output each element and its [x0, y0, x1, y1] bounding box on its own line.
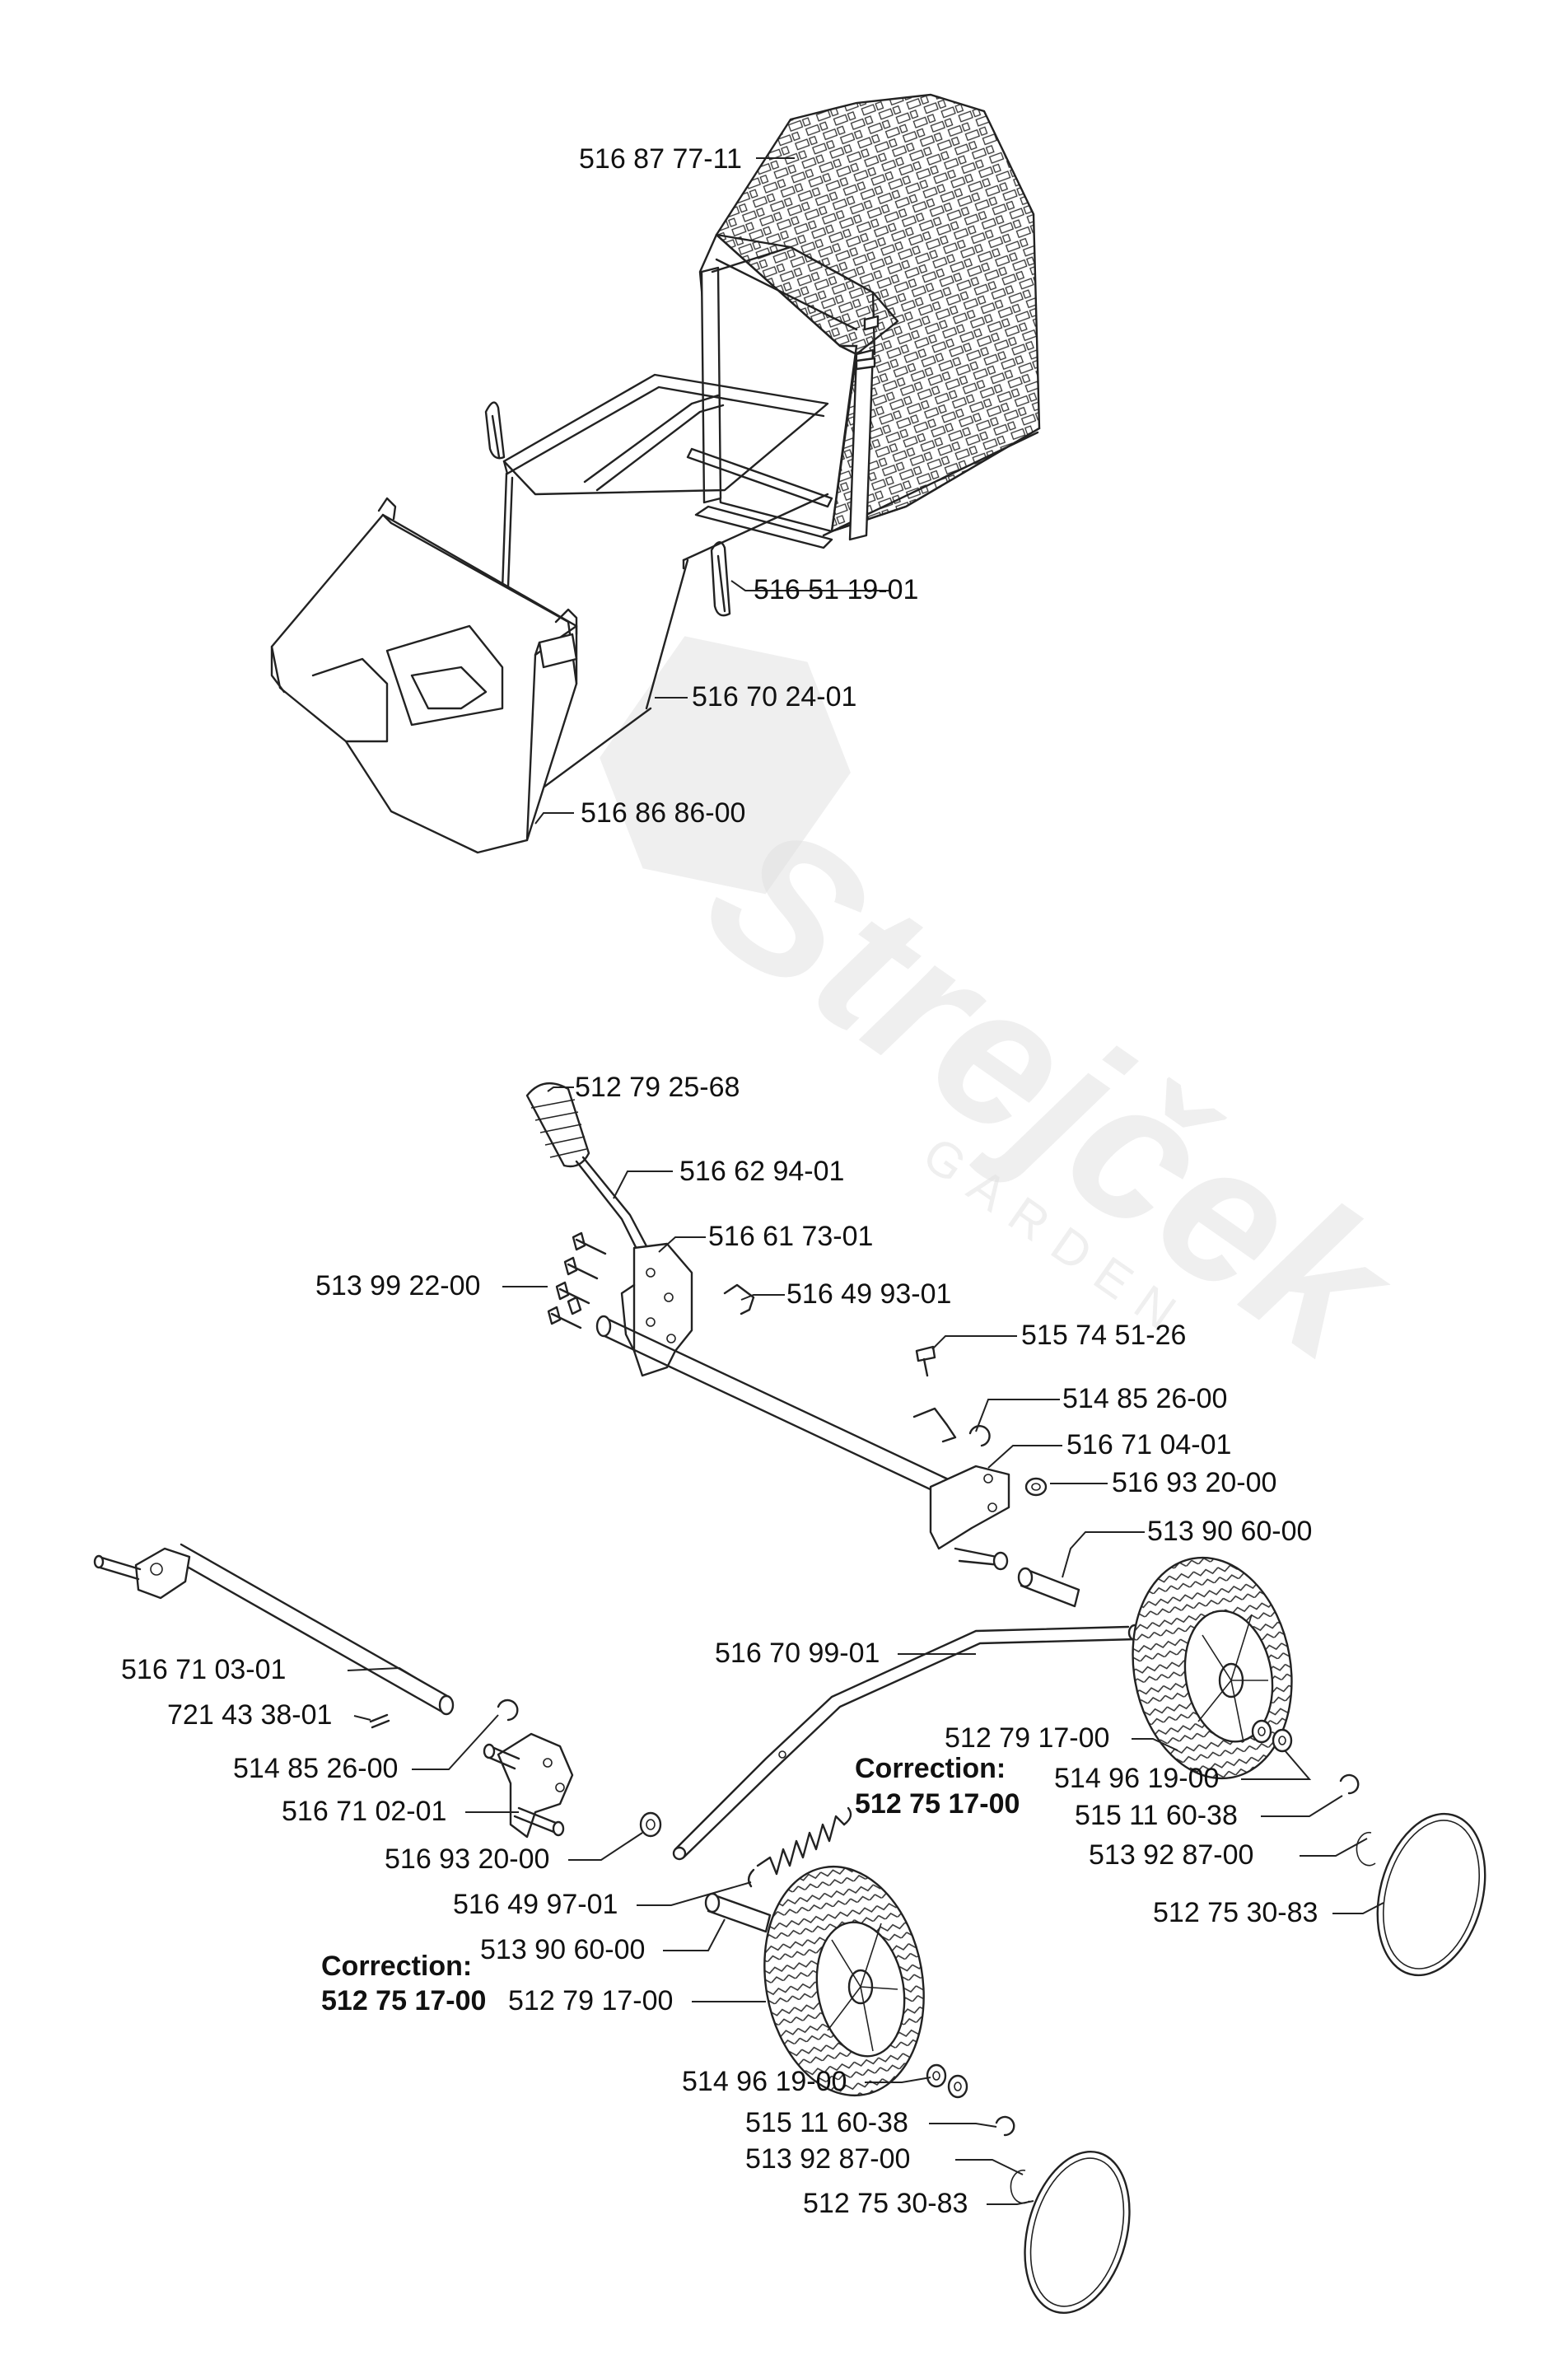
label-516-70-99-01: 516 70 99-01 [715, 1638, 880, 1669]
label-512-75-30-83-right: 512 75 30-83 [1153, 1897, 1318, 1928]
washers-right [1251, 1719, 1293, 1753]
cap-right [1356, 1831, 1376, 1867]
leader-lines [347, 157, 1384, 2205]
correction-note-right: Correction: 512 75 17-00 [855, 1753, 1020, 1820]
correction-note-left: Correction: 512 75 17-00 [321, 1951, 486, 2016]
spacer-upper [1017, 1567, 1080, 1608]
label-512-75-30-83-left: 512 75 30-83 [803, 2188, 968, 2219]
label-516-70-24-01: 516 70 24-01 [692, 681, 856, 713]
label-514-85-26-00-upper: 514 85 26-00 [1062, 1383, 1227, 1414]
label-516-93-20-00-lower: 516 93 20-00 [385, 1843, 549, 1875]
hubcap-right [1376, 1812, 1486, 1977]
washer-upper [1024, 1477, 1048, 1497]
label-516-93-20-00-upper: 516 93 20-00 [1112, 1467, 1276, 1498]
label-516-49-93-01: 516 49 93-01 [786, 1278, 951, 1310]
r-clip-right [710, 541, 731, 617]
hubcap-left [1024, 2150, 1131, 2315]
label-516-86-86-00: 516 86 86-00 [581, 797, 745, 829]
label-514-96-19-00-right: 514 96 19-00 [1054, 1763, 1219, 1794]
label-516-61-73-01: 516 61 73-01 [708, 1221, 873, 1252]
retaining-clip-left [995, 2115, 1015, 2137]
bag-frame-brackets [686, 245, 880, 549]
label-516-71-02-01: 516 71 02-01 [282, 1796, 446, 1827]
left-pivot-plate [483, 1732, 574, 1839]
discharge-chute [270, 497, 578, 854]
tube-clip [723, 1283, 755, 1315]
right-pivot-plate [929, 1465, 1010, 1571]
lever-bracket [620, 1242, 693, 1377]
label-516-71-03-01: 516 71 03-01 [121, 1654, 286, 1685]
spring [747, 1806, 852, 1888]
retaining-clip-right [1339, 1773, 1360, 1795]
label-512-79-25-68: 512 79 25-68 [575, 1072, 740, 1103]
label-513-90-60-00-lower: 513 90 60-00 [480, 1934, 645, 1965]
label-721-43-38-01: 721 43 38-01 [167, 1699, 332, 1731]
label-512-79-17-00-left: 512 79 17-00 [508, 1985, 673, 2016]
label-516-71-04-01: 516 71 04-01 [1066, 1429, 1231, 1460]
label-514-96-19-00-left: 514 96 19-00 [682, 2066, 847, 2097]
e-clip-upper [968, 1425, 991, 1447]
e-clip-lower [497, 1698, 519, 1722]
screw [915, 1345, 936, 1377]
correction-title: Correction: [321, 1951, 472, 1982]
grass-bag [698, 93, 1041, 537]
cap-left [1010, 2169, 1030, 2204]
bracket-clip [912, 1407, 957, 1443]
bolt-set [547, 1231, 607, 1329]
label-515-11-60-38-left: 515 11 60-38 [745, 2107, 908, 2138]
washers-left [926, 2063, 968, 2099]
correction-value: 512 75 17-00 [855, 1788, 1020, 1820]
spacer-lower [704, 1892, 772, 1933]
label-513-92-87-00-right: 513 92 87-00 [1089, 1839, 1253, 1871]
wheel-right [1132, 1556, 1293, 1780]
rear-axle [93, 1543, 455, 1716]
label-516-87-77-11: 516 87 77-11 [579, 143, 742, 175]
label-516-62-94-01: 516 62 94-01 [679, 1156, 844, 1187]
correction-title: Correction: [855, 1753, 1006, 1784]
pin [369, 1713, 390, 1729]
front-axle-tube [595, 1315, 957, 1501]
washer-lower [639, 1811, 662, 1838]
part-labels: 516 87 77-11 516 51 19-01 516 70 24-01 5… [121, 143, 1318, 2219]
wheel-left [763, 1865, 925, 2097]
label-516-51-19-01: 516 51 19-01 [754, 574, 918, 605]
label-512-79-17-00-right: 512 79 17-00 [945, 1722, 1109, 1754]
label-513-99-22-00: 513 99 22-00 [315, 1270, 480, 1301]
label-513-90-60-00-upper: 513 90 60-00 [1147, 1516, 1312, 1547]
label-516-49-97-01: 516 49 97-01 [453, 1889, 618, 1920]
label-515-74-51-26: 515 74 51-26 [1021, 1320, 1186, 1351]
height-lever-grip [525, 1082, 590, 1168]
correction-value: 512 75 17-00 [321, 1985, 486, 2016]
r-clip-left [484, 401, 506, 460]
label-513-92-87-00-left: 513 92 87-00 [745, 2143, 910, 2175]
watermark-brand: Strejček [670, 778, 1434, 1404]
label-514-85-26-00-lower: 514 85 26-00 [233, 1753, 398, 1784]
label-515-11-60-38-right: 515 11 60-38 [1075, 1800, 1238, 1831]
